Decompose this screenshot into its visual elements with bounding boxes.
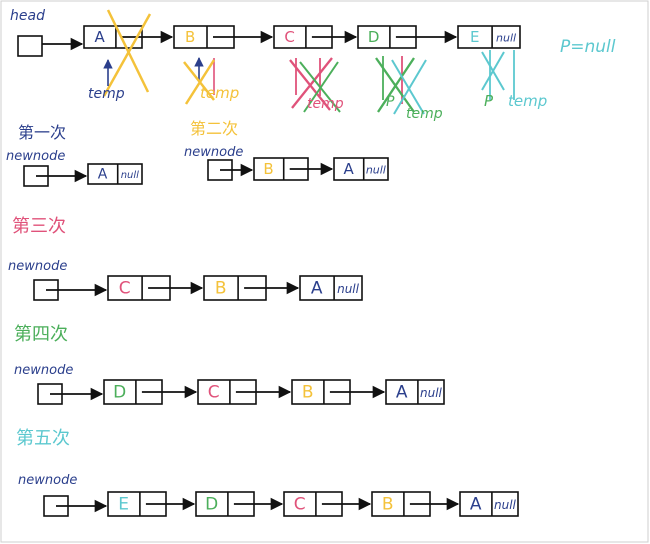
newnode-label: newnode (8, 259, 67, 274)
cross-mark (481, 51, 505, 91)
cross-mark (303, 61, 339, 113)
cross-mark (377, 57, 415, 113)
node-box (385, 379, 445, 405)
cross-mark (391, 59, 425, 115)
cross-mark (183, 61, 215, 101)
node-value: E (470, 28, 479, 46)
node-value: B (302, 382, 314, 402)
round-5-label: 第五次 (16, 428, 70, 449)
p-label: P (484, 92, 494, 110)
node-value: B (382, 494, 394, 514)
node-next-null: null (496, 31, 516, 44)
node-box (87, 163, 143, 185)
head-pointer-box (17, 35, 43, 57)
node-value: E (118, 494, 129, 514)
node-value: C (294, 494, 306, 514)
node-value: A (396, 382, 408, 402)
newnode-label: newnode (18, 473, 77, 488)
node-value: B (185, 28, 195, 46)
node-value: D (368, 28, 380, 46)
node-value: A (95, 28, 106, 46)
temp-label: temp (200, 84, 239, 102)
p-label: P (386, 94, 395, 110)
p-null-label: P=null (560, 37, 616, 57)
node-value: A (311, 278, 323, 298)
round-1-label: 第一次 (18, 123, 66, 142)
node-value: B (263, 160, 273, 178)
round-4-label: 第四次 (14, 324, 68, 345)
head-label: head (10, 8, 45, 24)
node-next-null: null (420, 386, 443, 400)
node-value: D (113, 382, 126, 402)
cross-mark (393, 59, 427, 115)
cross-mark (184, 59, 216, 105)
node-next-null: null (121, 170, 139, 181)
node-box (457, 25, 521, 49)
node-value: D (205, 494, 218, 514)
node-value: C (119, 278, 131, 298)
cross-mark (291, 57, 333, 109)
node-value: A (98, 166, 108, 182)
newnode-label: newnode (14, 363, 73, 378)
temp-label: temp (508, 92, 547, 110)
node-next-null: null (337, 282, 360, 296)
node-value: B (215, 278, 227, 298)
round-2-label: 第二次 (190, 119, 238, 138)
node-value: A (343, 160, 354, 178)
newnode-label: newnode (184, 145, 243, 160)
temp-annotations: temp temp temp P temp (88, 9, 616, 122)
temp-label: temp (88, 86, 125, 102)
temp-label: temp (307, 96, 344, 112)
node-box (459, 491, 519, 517)
round-3-label: 第三次 (12, 216, 66, 237)
node-next-null: null (366, 163, 386, 176)
temp-label: temp (406, 106, 443, 122)
cross-mark (102, 13, 152, 97)
node-box (299, 275, 363, 301)
node-value: C (208, 382, 220, 402)
node-value: C (284, 28, 294, 46)
node-box (333, 157, 389, 181)
node-next-null: null (494, 498, 517, 512)
node-value: A (470, 494, 482, 514)
newnode-label: newnode (6, 149, 65, 164)
